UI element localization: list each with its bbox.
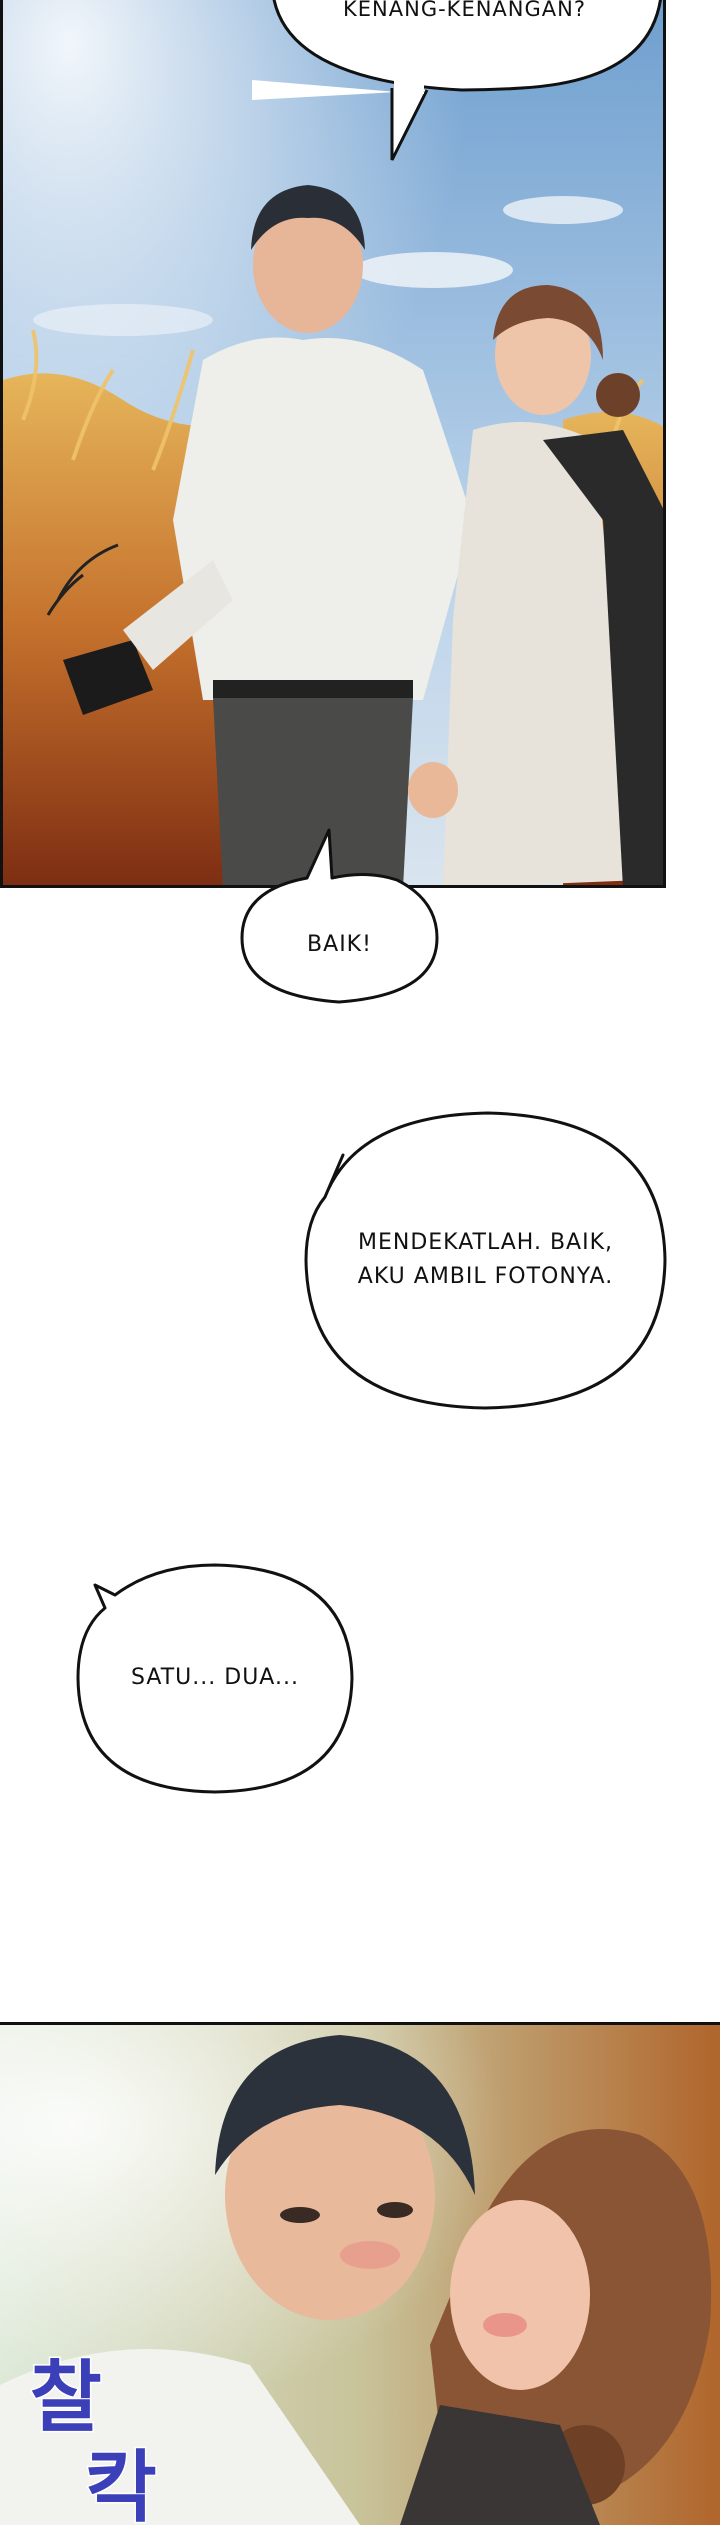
speech-text-mendekat: MENDEKATLAH. BAIK, AKU AMBIL FOTONYA. <box>357 1230 614 1289</box>
speech-text-satu: SATU... DUA... <box>131 1664 299 1690</box>
speech-text-top: KENANG-KENANGAN? <box>343 0 586 21</box>
speech-bubble-mendekat: MENDEKATLAH. BAIK, AKU AMBIL FOTONYA. <box>303 1105 668 1415</box>
couple-walking-illustration <box>3 0 663 885</box>
panel-cheek-kiss: 찰 칵 <box>0 2022 720 2525</box>
sfx-kak: 칵 <box>84 2442 159 2525</box>
speech-bubble-satu: SATU... DUA... <box>75 1560 355 1795</box>
speech-text-baik: BAIK! <box>307 932 372 957</box>
cheek-kiss-illustration <box>0 2025 720 2525</box>
panel-couple-walking <box>0 0 666 888</box>
sfx-chal: 찰 <box>29 2352 104 2445</box>
speech-bubble-top: KENANG-KENANGAN? <box>252 0 667 161</box>
speech-bubble-baik: BAIK! <box>237 828 442 1010</box>
